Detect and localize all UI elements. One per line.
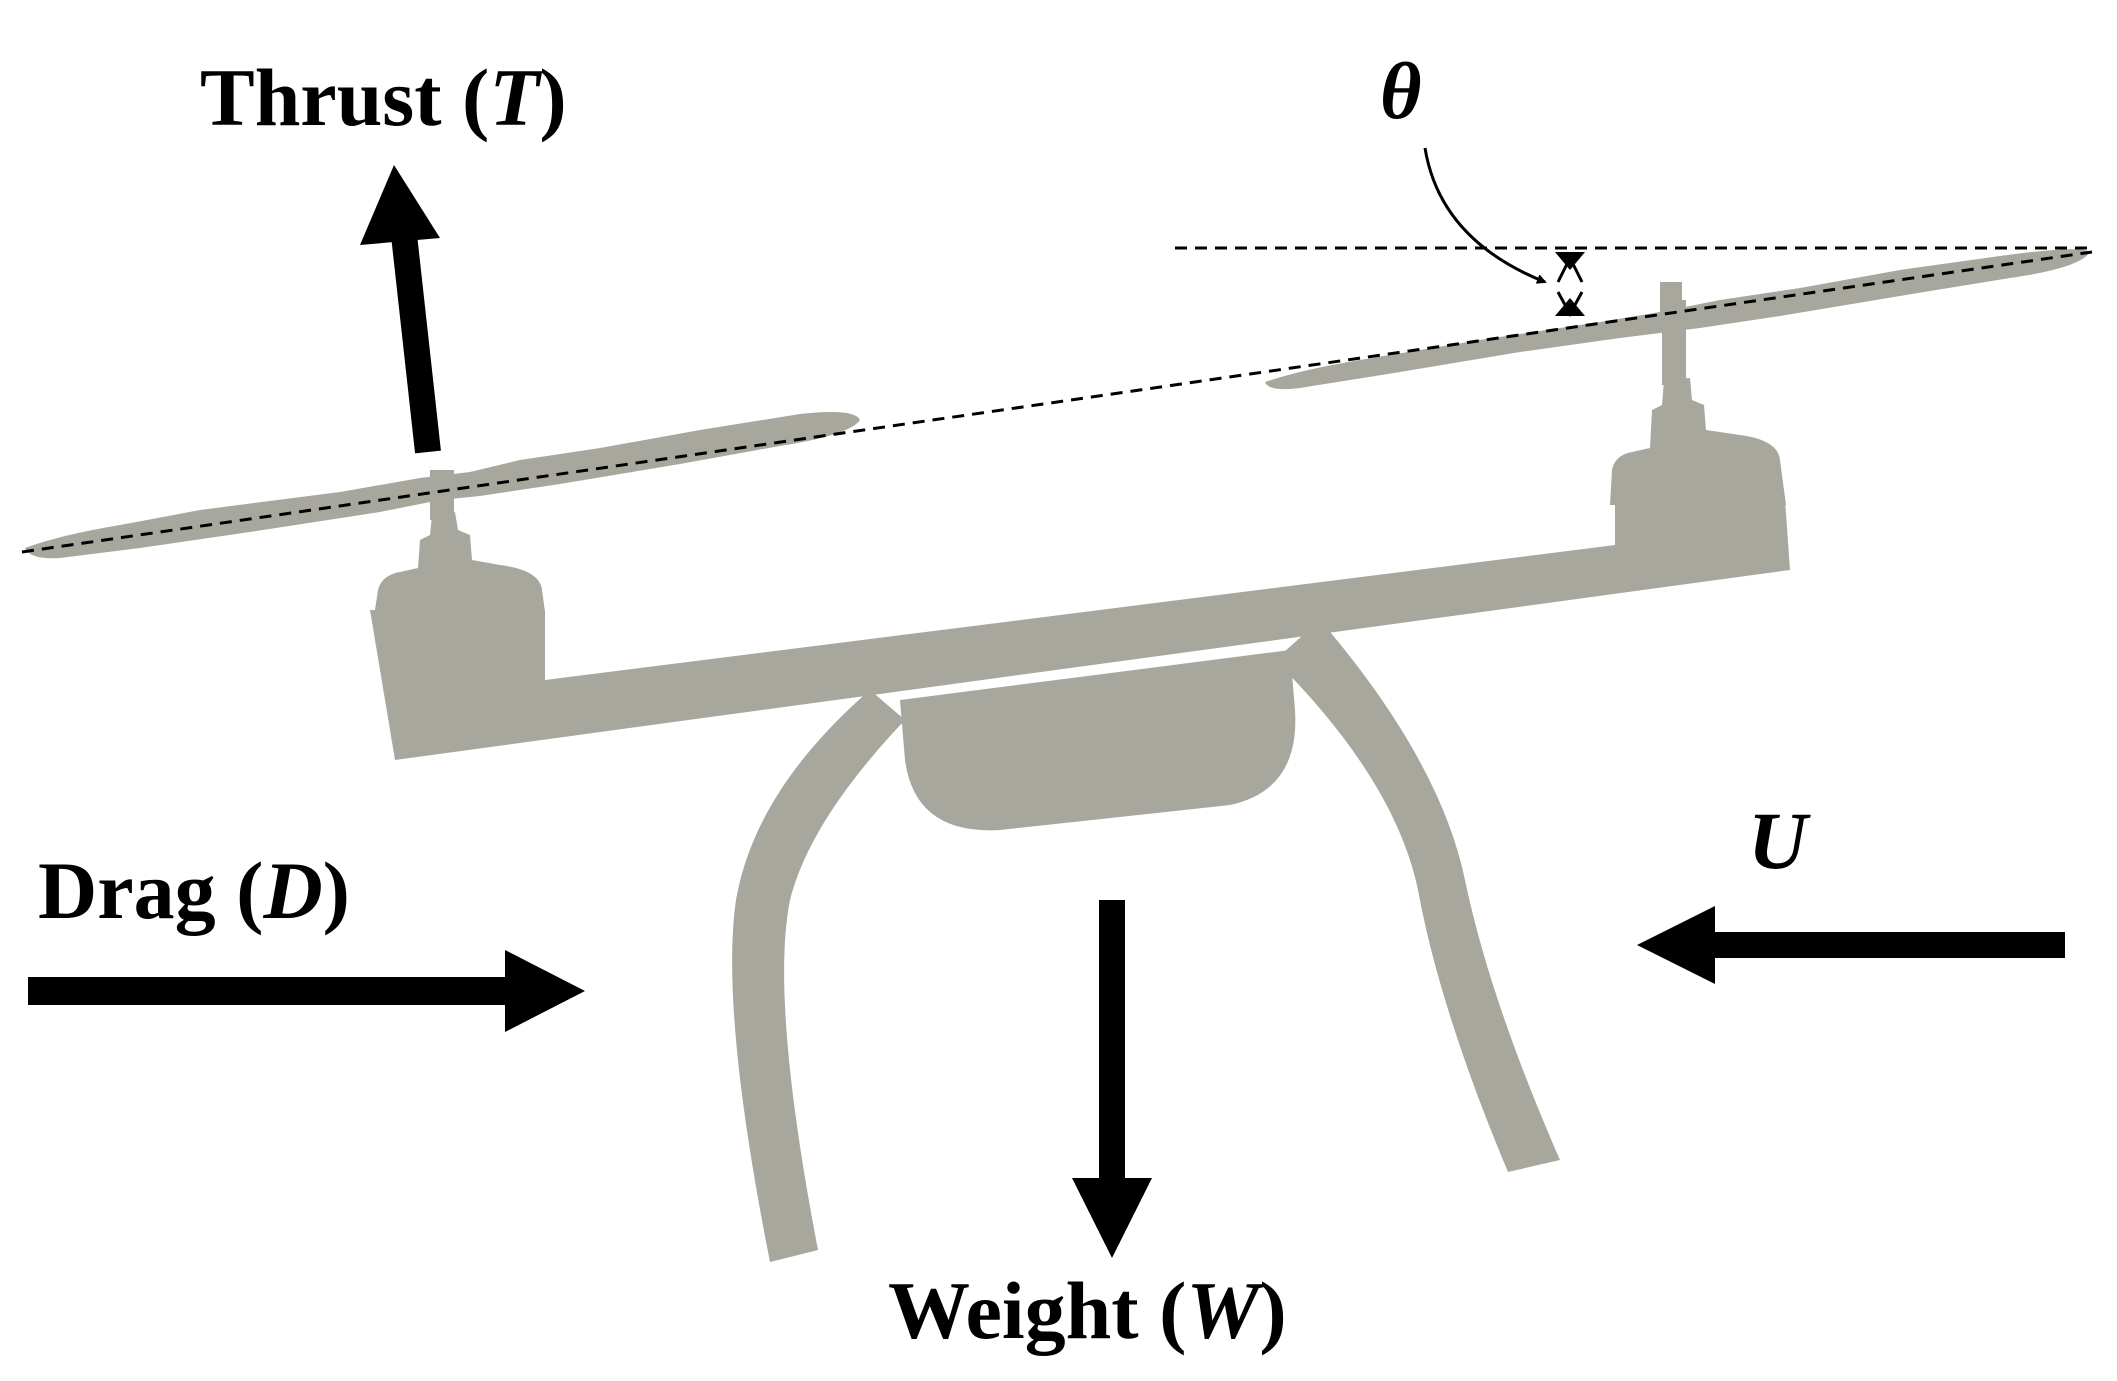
left-motor — [375, 512, 545, 612]
thrust-label: Thrust (T) — [200, 52, 567, 143]
drone-pod — [900, 650, 1296, 831]
right-motor — [1610, 378, 1786, 505]
weight-arrow-icon — [1072, 900, 1152, 1258]
angle-tick-bottom — [1555, 298, 1585, 316]
thrust-arrow-icon — [360, 165, 441, 454]
angle-indicator — [1423, 147, 1585, 318]
drag-label: Drag (D) — [38, 845, 350, 936]
angle-pointer-curve — [1423, 147, 1547, 284]
velocity-label: U — [1748, 795, 1811, 886]
weight-label: Weight (W) — [888, 1265, 1287, 1356]
drag-arrow-icon — [28, 950, 585, 1032]
left-propeller — [25, 412, 860, 559]
right-propeller-hub — [1660, 282, 1682, 322]
rotor-plane-line — [21, 250, 2093, 554]
angle-label: θ — [1380, 48, 1422, 136]
velocity-arrow-icon — [1637, 906, 2065, 984]
drone-icon — [25, 249, 2090, 1262]
angle-tick-top — [1555, 252, 1585, 270]
drone-arm-frame — [370, 500, 1790, 760]
right-landing-leg — [1275, 620, 1560, 1172]
left-landing-leg — [732, 690, 905, 1262]
